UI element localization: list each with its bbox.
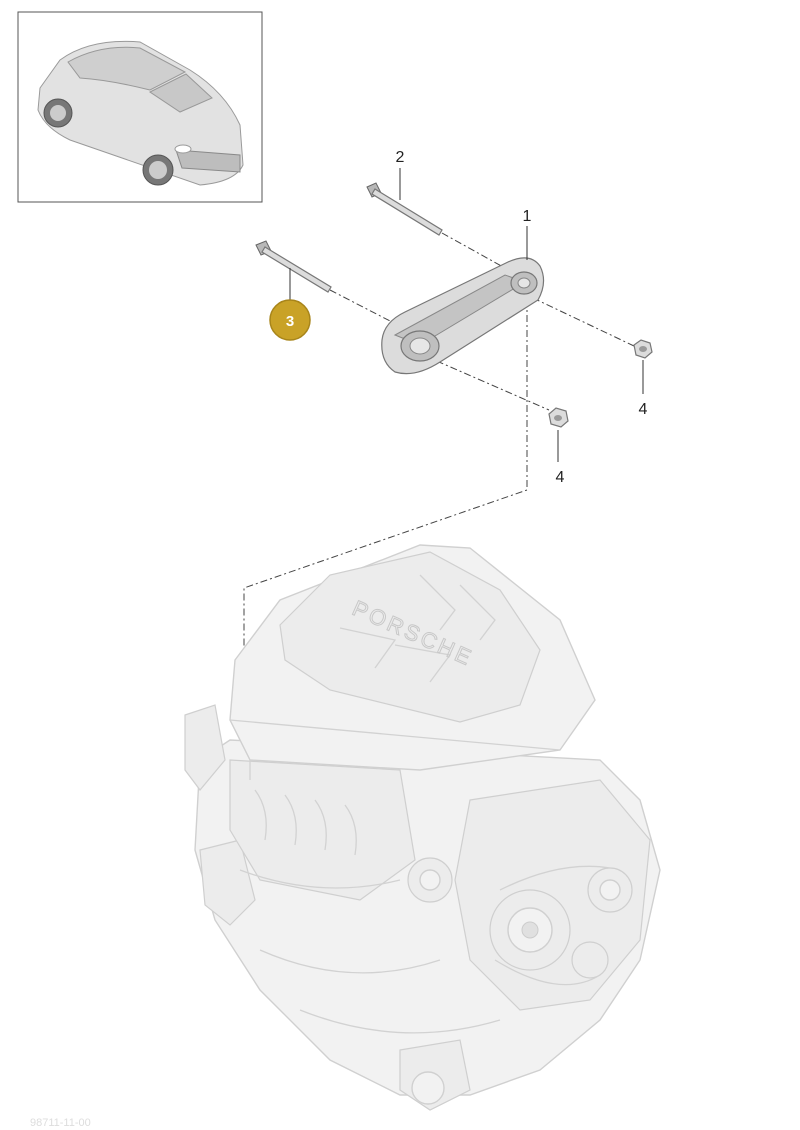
vehicle-thumbnail [17,11,263,203]
reference-code: 98711-11-00 [30,1117,91,1129]
callout-labels: 1 2 3 4 4 [269,149,648,486]
callout-2: 2 [396,149,405,166]
callout-4b: 4 [556,469,565,486]
dash-nut-4b [422,354,550,411]
callout-3-highlight[interactable]: 3 [269,299,311,341]
dash-bolt-3 [329,289,393,323]
callout-3: 3 [286,313,294,330]
callout-1: 1 [523,208,532,225]
car-image [37,40,244,186]
nut-part-4a[interactable] [633,339,653,359]
dash-bolt-2 [441,232,506,269]
bolt-part-3[interactable] [255,240,332,293]
engine-illustration: PORSCHE [184,544,661,1111]
torque-support-part-1[interactable] [381,257,545,375]
bolt-part-2[interactable] [366,182,443,236]
nut-part-4b[interactable] [548,407,569,428]
dash-nut-4a [532,297,635,347]
callout-4a: 4 [639,401,648,418]
leader-lines [289,168,644,462]
